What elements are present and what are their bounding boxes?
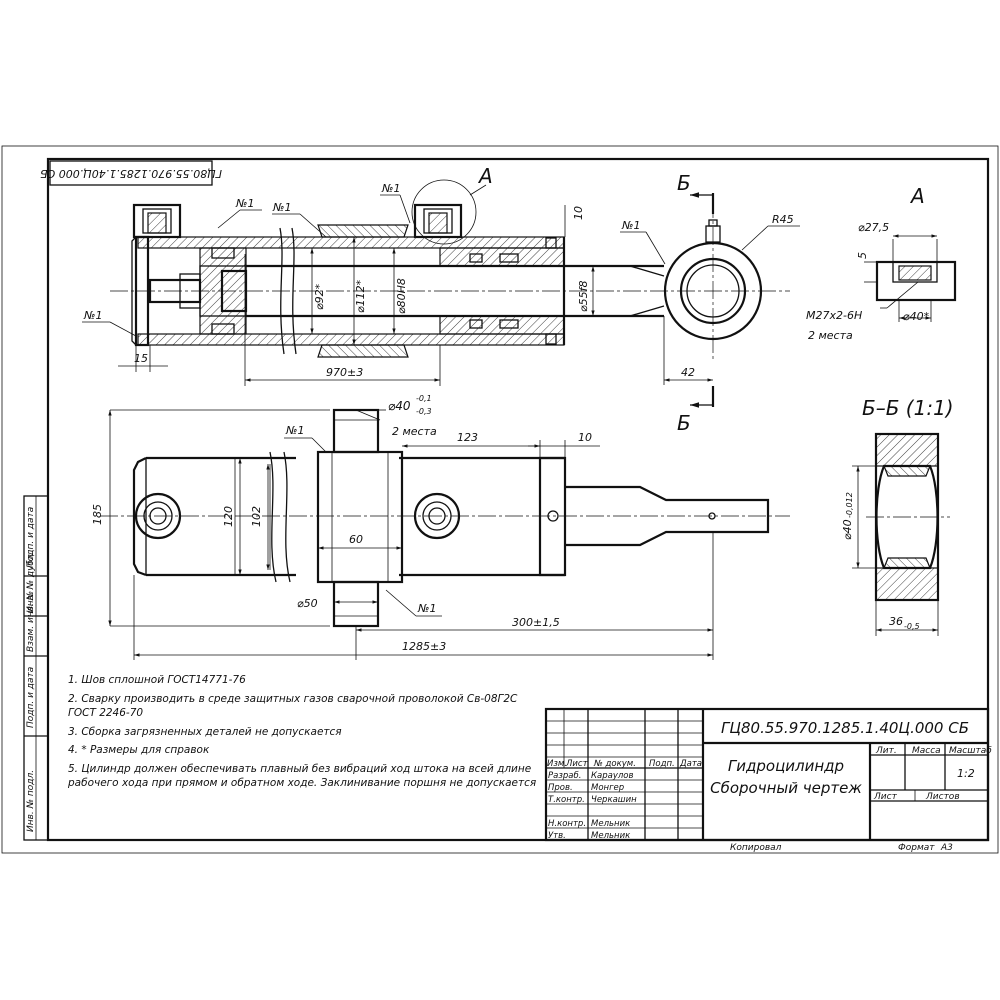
title-hdr-data: Дата: [679, 759, 702, 769]
dim-300: 300±1,5: [512, 616, 560, 629]
dim-d80h8: ⌀80H8: [395, 278, 408, 314]
weld-mark-1: №1: [235, 197, 254, 210]
thread-m27: M27x2-6H: [806, 309, 862, 322]
note-5: 5. Цилиндр должен обеспечивать плавный б…: [68, 762, 532, 775]
dim-d55f8: ⌀55f8: [577, 281, 590, 313]
title-role-0: Разраб.: [548, 771, 581, 781]
pin-two-places: 2 места: [392, 425, 437, 438]
title-block: Изм. Лист № докум. Подп. Дата Разраб. Ка…: [544, 707, 992, 842]
dim-36: 36: [889, 615, 903, 628]
weld-mark-7: №1: [417, 602, 436, 615]
dim-10-side: 10: [578, 431, 592, 444]
section-label-b-bottom: Б: [677, 411, 691, 435]
doc-code-rotated: ГЦ80.55.970.1285.1.40Ц.000 СБ: [40, 160, 222, 186]
title-name-3: Мельник: [591, 819, 631, 829]
title-hdr-docnum: № докум.: [593, 759, 636, 769]
dim-r45: R45: [772, 213, 794, 226]
title-name-4: Мельник: [591, 831, 631, 841]
dim-42: 42: [681, 366, 695, 379]
title-name-1: Монгер: [591, 783, 624, 793]
note-5b: рабочего хода при прямом и обратном ходе…: [68, 777, 537, 789]
dim-120: 120: [222, 506, 235, 527]
weld-mark-5: №1: [83, 309, 102, 322]
detail-a-label: А: [909, 184, 925, 208]
note-2b: ГОСТ 2246-70: [68, 707, 144, 719]
weld-mark-2: №1: [272, 201, 291, 214]
dim-d112: ⌀112*: [354, 279, 367, 313]
title-scale: 1:2: [957, 767, 975, 780]
format-value: А3: [940, 843, 953, 853]
title-name-line1: Гидроцилиндр: [728, 757, 844, 775]
dim-5: 5: [856, 252, 869, 259]
note-4: 4. * Размеры для справок: [68, 744, 210, 756]
dim-d40-pin: ⌀40: [388, 399, 411, 413]
side-stamp: Подп. и дата Инв. № дубл. Взам. инв. № П…: [23, 495, 49, 841]
title-name-line2: Сборочный чертеж: [710, 779, 862, 797]
title-masshtab: Масштаб: [949, 746, 992, 756]
dim-d40-star: ⌀40*: [903, 310, 930, 323]
kopiroval-label: Копировал: [730, 843, 782, 853]
side-stamp-cell-4: Подп. и дата: [26, 667, 36, 728]
title-role-1: Пров.: [548, 783, 573, 793]
title-role-4: Утв.: [548, 831, 566, 841]
title-name-0: Караулов: [591, 771, 634, 781]
detail-a-callout: А: [477, 164, 493, 188]
dim-185: 185: [91, 504, 104, 525]
title-role-2: Т.контр.: [548, 795, 585, 805]
weld-mark-3: №1: [381, 182, 400, 195]
dim-d40-bb-tol: -0,012: [845, 492, 854, 518]
dim-123: 123: [457, 431, 478, 444]
title-hdr-izm: Изм.: [547, 759, 567, 769]
technical-notes: 1. Шов сплошной ГОСТ14771-76 2. Сварку п…: [68, 673, 538, 791]
title-lit: Лит.: [875, 746, 897, 756]
title-role-3: Н.контр.: [548, 819, 586, 829]
section-label-b-top: Б: [677, 171, 691, 195]
title-massa: Масса: [912, 746, 941, 756]
dim-1285: 1285±3: [402, 640, 446, 653]
dim-d40-pin-tol-up: -0,1: [416, 394, 432, 403]
note-2: 2. Сварку производить в среде защитных г…: [68, 692, 518, 705]
dim-102: 102: [250, 506, 263, 527]
weld-mark-6: №1: [285, 424, 304, 437]
title-list: Лист: [873, 792, 898, 802]
cylinder-exterior-view: 185 120 102 60 ⌀50 123 10 ⌀40 -0,1 -0,3 …: [91, 394, 790, 660]
format-label: Формат: [898, 843, 935, 853]
side-stamp-cell-2: Инв. № дубл.: [26, 551, 36, 613]
title-doc-code: ГЦ80.55.970.1285.1.40Ц.000 СБ: [721, 719, 969, 737]
thread-two-places: 2 места: [808, 329, 853, 342]
note-3: 3. Сборка загрязненных деталей не допуск…: [68, 725, 342, 738]
side-stamp-cell-3: Взам. инв. №: [26, 591, 36, 652]
title-name-2: Черкашин: [591, 795, 637, 805]
side-stamp-cell-1: Подп. и дата: [26, 507, 36, 568]
dim-d40-bb: ⌀40: [841, 519, 854, 540]
title-hdr-list: Лист: [565, 759, 589, 769]
side-stamp-cell-5: Инв. № подл.: [26, 770, 36, 832]
dim-60: 60: [349, 533, 363, 546]
section-bb-view: Б–Б (1:1) ⌀40 -0,012 36 -0,5: [841, 396, 954, 636]
dim-36-tol: -0,5: [904, 622, 920, 631]
title-listov: Листов: [925, 792, 960, 802]
dim-d92: ⌀92*: [313, 283, 326, 310]
dim-d50: ⌀50: [297, 597, 318, 610]
cylinder-section-view: Б Б А №1 №1 №1 №1 №1 970±3 15 ⌀92* ⌀112*: [82, 164, 800, 435]
dim-d27-5: ⌀27,5: [858, 221, 889, 234]
section-bb-label: Б–Б (1:1): [862, 396, 954, 420]
title-hdr-podp: Подп.: [649, 759, 675, 769]
detail-view-a: А ⌀27,5 5 M27x2-6H 2 места ⌀40*: [806, 184, 957, 342]
doc-code-rotated-text: ГЦ80.55.970.1285.1.40Ц.000 СБ: [40, 167, 222, 180]
dim-10-top: 10: [572, 206, 585, 220]
dim-15: 15: [134, 352, 148, 365]
dim-d40-pin-tol-dn: -0,3: [416, 407, 432, 416]
dim-970: 970±3: [326, 366, 363, 379]
weld-mark-4: №1: [621, 219, 640, 232]
note-1: 1. Шов сплошной ГОСТ14771-76: [68, 674, 246, 686]
